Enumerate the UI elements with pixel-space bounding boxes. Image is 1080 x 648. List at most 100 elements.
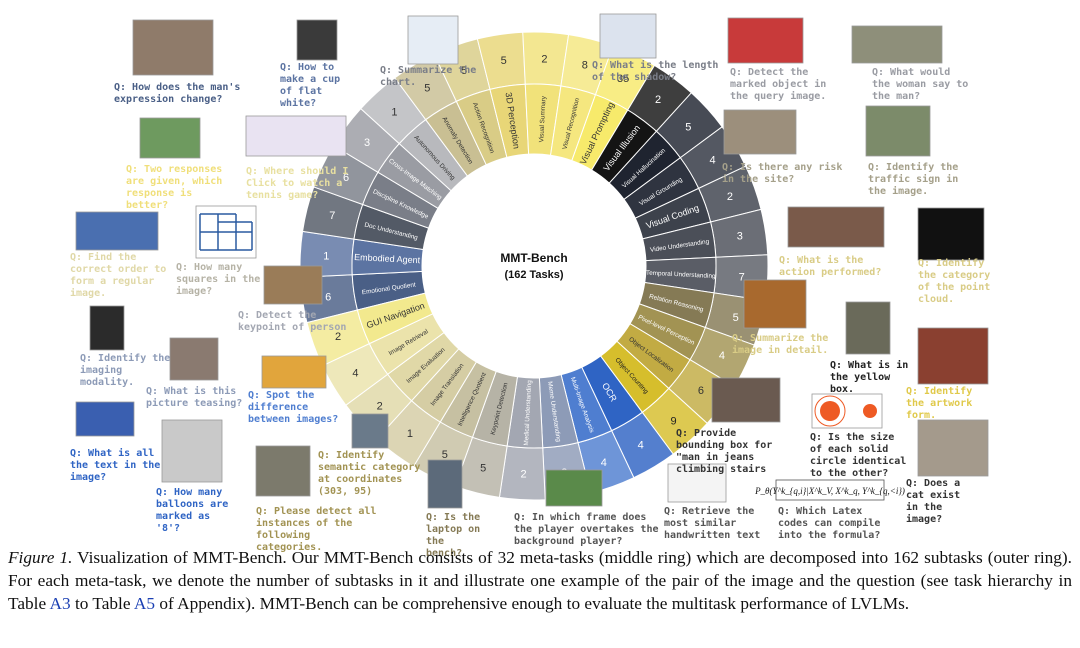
question-text: Q: Identify the artwork form. xyxy=(906,386,973,421)
question-text: Q: Detect the keypoint of person xyxy=(238,310,347,333)
question-text: Q: Two responses are given, which respon… xyxy=(126,164,223,211)
example-thumbnail-layer: P_θ(Y^k_{q,i}|X^k_V, X^k_q, Y^k_{q,<i}) xyxy=(75,13,989,509)
caption-text-middle: to Table xyxy=(70,594,134,613)
caption-link-table-a5[interactable]: A5 xyxy=(133,594,156,613)
subtask-count-visual-recognition: 8 xyxy=(582,59,588,71)
question-text: Q: Identify the imaging modality. xyxy=(80,353,171,388)
subtask-count-temporal-understanding: 7 xyxy=(739,271,745,283)
inner-white-ring xyxy=(422,154,646,378)
switch-console-image xyxy=(727,17,804,64)
question-text: Q: Which Latex codes can compile into th… xyxy=(778,506,881,541)
center-title: MMT-Bench xyxy=(500,251,567,265)
subtask-count-video-understanding: 3 xyxy=(737,231,743,243)
question-text: Q: Identify semantic category at coordin… xyxy=(318,450,421,497)
soccer-frames-image xyxy=(545,469,603,507)
subtask-count-pixel-level-perception: 4 xyxy=(719,350,725,362)
movie-scene-image xyxy=(851,25,943,64)
question-text: Q: Is the size of each solid circle iden… xyxy=(810,432,907,479)
subtask-count-multi-image-analysis: 4 xyxy=(601,457,607,469)
question-text: Q: Is the laptop on the bench? xyxy=(426,512,481,559)
xray-image xyxy=(89,305,125,351)
question-text: Q: How to make a cup of flat white? xyxy=(280,62,341,109)
caption-text-after: of Appendix). MMT-Bench can be comprehen… xyxy=(155,594,910,613)
artwork-image xyxy=(917,327,989,385)
question-text: Q: Summarize the chart. xyxy=(380,65,477,88)
yellow-box-image xyxy=(845,301,891,355)
caption-link-table-a3[interactable]: A3 xyxy=(49,594,71,613)
question-text: Q: How many squares in the image? xyxy=(176,262,261,297)
solid-circle xyxy=(820,401,840,421)
coffee-machine-image xyxy=(296,19,338,61)
question-text: Q: Where should I Click to watch a tenni… xyxy=(246,166,349,201)
question-text: Q: Identify the traffic sign in the imag… xyxy=(868,162,959,197)
question-text: Q: What is the length of the shadow? xyxy=(592,60,719,83)
cat-room-image xyxy=(917,419,989,477)
jigsaw-grid-image xyxy=(75,211,159,251)
center-disc xyxy=(452,184,616,348)
subtask-count-visual-grounding: 4 xyxy=(709,154,715,166)
question-text: Q: What is this picture teasing? xyxy=(146,386,243,409)
formula-box xyxy=(775,479,885,501)
laptop-bench-image xyxy=(427,459,463,509)
meme-image xyxy=(169,337,219,381)
question-text: Q: What is all the text in the image? xyxy=(70,448,161,483)
solid-circle xyxy=(863,404,877,418)
subtask-count-3d-perception: 5 xyxy=(501,55,507,67)
balloons-image xyxy=(161,419,223,483)
subtask-count-object-counting: 9 xyxy=(670,415,676,427)
subtask-count-keypoint-detection: 5 xyxy=(480,463,486,475)
expression-faces-image xyxy=(132,19,214,76)
meta-task-label-temporal-understanding: Temporal Understanding xyxy=(646,270,716,281)
subtask-count-action-recognition: 5 xyxy=(461,65,467,77)
subtask-count-ocr: 4 xyxy=(638,440,644,452)
chart-image xyxy=(407,15,459,65)
meta-task-label-embodied-agent: Embodied Agent xyxy=(354,252,421,265)
meta-task-label-visual-summary: Visual Summary xyxy=(538,95,547,143)
sign-text-image xyxy=(75,401,135,437)
question-text: Q: How does the man's expression change? xyxy=(114,82,241,105)
subtask-count-embodied-agent: 1 xyxy=(323,251,329,263)
subtask-count-emotional-quotient: 6 xyxy=(325,291,331,303)
question-text: Q: Provide bounding box for "man in jean… xyxy=(676,428,773,475)
browser-screenshot-image xyxy=(245,115,347,157)
subtask-count-object-localization: 6 xyxy=(698,385,704,397)
question-text: Q: In which frame does the player overta… xyxy=(514,512,659,547)
subtask-count-visual-coding: 2 xyxy=(727,191,733,203)
subtask-count-anomaly-detection: 5 xyxy=(424,82,430,94)
person-semantic-image xyxy=(351,413,389,449)
question-text: Q: Please detect all instances of the fo… xyxy=(256,506,377,553)
question-text: Q: What is the action performed? xyxy=(779,255,882,278)
subtask-count-cross-image-matching: 3 xyxy=(364,137,370,149)
question-text: Q: Retrieve the most similar handwritten… xyxy=(664,506,761,541)
question-text: Q: Detect the marked object in the query… xyxy=(730,67,827,102)
road-sign-image xyxy=(865,105,931,157)
action-frames-image xyxy=(787,206,885,248)
subtask-count-doc-understanding: 7 xyxy=(329,210,335,222)
handwriting-image xyxy=(667,463,727,503)
subtask-count-gui-navigation: 2 xyxy=(335,331,341,343)
question-text: Q: Find the correct order to form a regu… xyxy=(70,252,167,299)
subtask-count-visual-summary: 2 xyxy=(541,53,547,65)
shadow-diagram-image xyxy=(599,13,657,59)
subtask-count-visual-illusion: 2 xyxy=(655,94,661,106)
question-text: Q: Is there any risk in the site? xyxy=(722,162,843,185)
question-text: Q: Spot the difference between images? xyxy=(248,390,339,425)
subtask-count-autonomous-driving: 1 xyxy=(391,107,397,119)
subtask-count-visual-prompting: 35 xyxy=(617,73,629,85)
subtask-count-image-retrieval: 4 xyxy=(352,368,358,380)
question-text: Q: What is in the yellow box. xyxy=(830,360,909,395)
outline-circle xyxy=(814,395,846,427)
subtask-count-image-translation: 1 xyxy=(407,428,413,440)
keypoint-person-image xyxy=(263,265,323,305)
formula-text: P_θ(Y^k_{q,i}|X^k_V, X^k_q, Y^k_{q,<i}) xyxy=(754,486,905,496)
caption-label: Figure 1. xyxy=(8,548,73,567)
subtask-count-intelligence-quotient: 5 xyxy=(442,449,448,461)
subtask-count-ring xyxy=(299,31,769,501)
subtask-count-discipline-knowledge: 6 xyxy=(343,172,349,184)
meta-task-segment-gui-navigation xyxy=(356,292,434,345)
figure-caption: Figure 1. Visualization of MMT-Bench. Ou… xyxy=(8,546,1072,615)
question-text: Q: Summarize the image in detail. xyxy=(732,333,829,356)
question-text: Q: What would the woman say to the man? xyxy=(872,67,969,102)
subtask-count-relation-reasoning: 5 xyxy=(733,312,739,324)
